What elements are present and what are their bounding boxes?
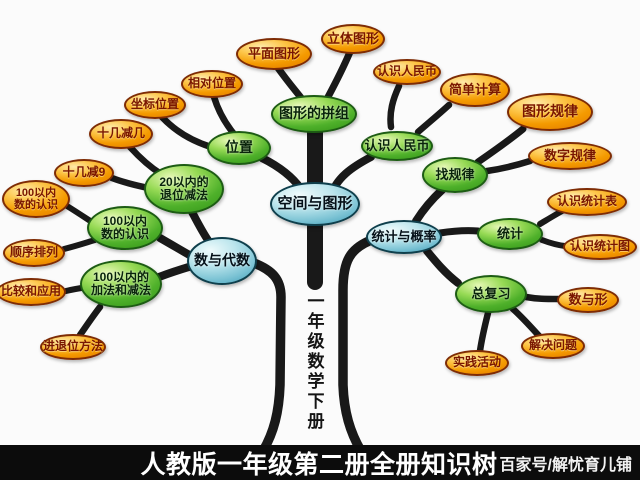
branch-practical-activities bbox=[476, 309, 492, 355]
branch-relative-position bbox=[210, 93, 238, 138]
node-coordinate-position: 坐标位置 bbox=[124, 91, 186, 119]
branch-sequence-ordering bbox=[61, 237, 98, 252]
node-shape-patterns: 图形规律 bbox=[507, 93, 593, 131]
banner-title: 人教版一年级第二册全册知识树 bbox=[140, 450, 498, 479]
node-know-statistical-charts: 认识统计图 bbox=[563, 234, 637, 260]
trunk-title: 一年级数学下册 bbox=[304, 292, 324, 432]
node-know-rmb-branch: 认识人民币 bbox=[361, 131, 433, 161]
branch-rmb-leaf bbox=[387, 82, 403, 131]
node-number-patterns: 数字规律 bbox=[528, 142, 612, 170]
node-statistics: 统计 bbox=[477, 218, 543, 250]
node-numbers-and-shapes: 数与形 bbox=[557, 287, 619, 313]
branch-numbers-and-shapes bbox=[522, 293, 562, 303]
node-know-rmb-leaf: 认识人民币 bbox=[373, 59, 441, 85]
node-practical-activities: 实践活动 bbox=[445, 350, 509, 376]
node-know-statistical-tables: 认识统计表 bbox=[547, 188, 627, 216]
branch-teens-minus-9 bbox=[108, 174, 152, 192]
node-teens-minus-several: 十几减几 bbox=[89, 119, 153, 149]
banner-byline: 百家号/解忧育儿铺 bbox=[499, 456, 632, 474]
node-carry-borrow-methods: 进退位方法 bbox=[40, 334, 106, 360]
node-simple-calculation: 简单计算 bbox=[440, 73, 510, 107]
node-relative-position: 相对位置 bbox=[181, 70, 243, 98]
branch-carry-borrow bbox=[76, 303, 104, 339]
node-space-shapes: 空间与图形 bbox=[270, 182, 360, 226]
node-solid-shapes: 立体图形 bbox=[321, 24, 385, 54]
bottom-banner: 人教版一年级第二册全册知识树 百家号/解忧育儿铺 bbox=[0, 445, 640, 480]
node-problem-solving: 解决问题 bbox=[521, 333, 585, 359]
node-stats-probability: 统计与概率 bbox=[366, 220, 442, 254]
node-numbers-within-100-leaf: 100以内 数的认识 bbox=[2, 180, 70, 218]
trunk-right-side bbox=[338, 236, 374, 456]
node-add-sub-within-100: 100以内的 加法和减法 bbox=[80, 260, 162, 308]
branch-stat-charts bbox=[539, 237, 568, 249]
branch-stats-to-statistics bbox=[436, 227, 482, 237]
node-teens-minus-9: 十几减9 bbox=[54, 159, 114, 187]
node-general-review: 总复习 bbox=[455, 275, 527, 313]
node-compare-apply: 比较和应用 bbox=[0, 278, 66, 306]
node-numbers-within-100: 100以内 数的认识 bbox=[87, 206, 163, 250]
branch-number-patterns bbox=[483, 157, 534, 175]
branch-shape-patterns bbox=[474, 125, 527, 166]
node-plane-shapes: 平面图形 bbox=[236, 38, 312, 70]
branch-addsub-to-algebra bbox=[155, 262, 196, 281]
node-number-algebra: 数与代数 bbox=[187, 237, 257, 285]
branch-simple-calculation bbox=[414, 101, 453, 136]
branch-plane-shapes bbox=[274, 64, 306, 103]
node-find-patterns: 找规律 bbox=[422, 157, 488, 193]
branch-coordinate-position bbox=[158, 113, 215, 151]
node-sequence-ordering: 顺序排列 bbox=[3, 239, 65, 267]
node-shape-assembly: 图形的拼组 bbox=[271, 95, 357, 133]
branch-stats-to-review bbox=[423, 247, 462, 287]
branch-findpatterns-to-stats bbox=[412, 186, 446, 225]
node-position: 位置 bbox=[207, 131, 271, 165]
branch-solid-shapes bbox=[324, 48, 354, 101]
node-subtraction-within-20: 20以内的 退位减法 bbox=[144, 164, 224, 214]
branch-problem-solving bbox=[509, 305, 544, 341]
trunk-left-side bbox=[249, 258, 286, 456]
